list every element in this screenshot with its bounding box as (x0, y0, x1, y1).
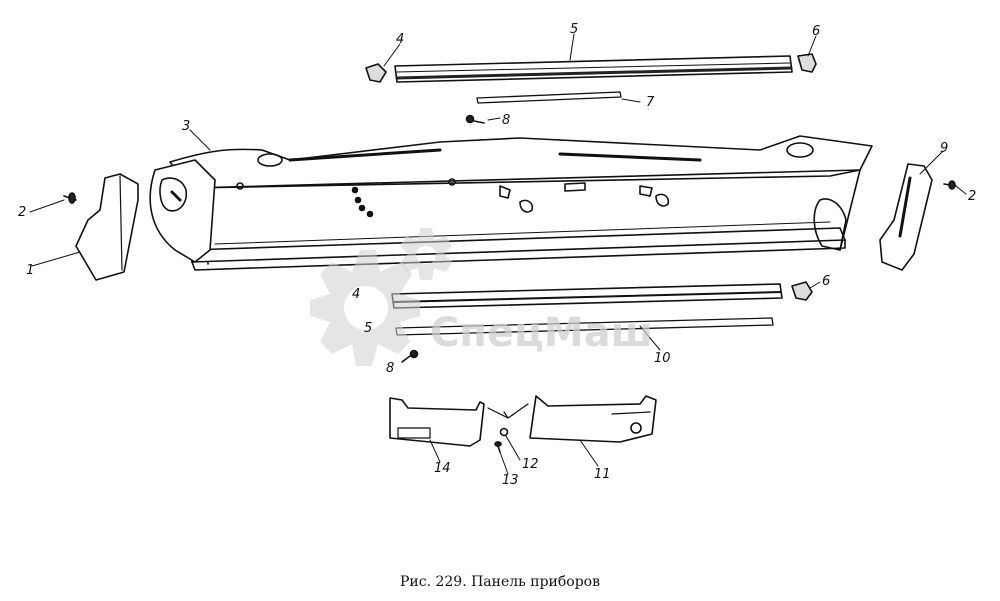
callout-7: 7 (646, 95, 655, 110)
callout-12: 12 (522, 457, 539, 472)
part-bracket-14 (389, 397, 485, 447)
part-end-cap-lower-right (791, 281, 813, 301)
callout-labels: 1 2 2 3 4 4 5 5 6 6 7 8 8 9 10 11 12 13 … (18, 22, 976, 488)
part-screw-small (494, 441, 502, 453)
part-screw-lower (401, 349, 419, 363)
part-screw-left (63, 192, 77, 204)
callout-4a: 4 (396, 32, 404, 47)
part-washer (499, 427, 509, 437)
callout-6a: 6 (812, 24, 820, 39)
callout-1: 1 (26, 263, 34, 278)
callout-4b: 4 (352, 287, 360, 302)
part-end-cap-left (365, 63, 387, 83)
watermark-text: СпецМаш (430, 310, 653, 356)
part-left-bracket (75, 173, 139, 281)
callout-8b: 8 (386, 361, 394, 376)
callout-10: 10 (654, 351, 671, 366)
callout-13: 13 (502, 473, 519, 488)
leader-lines (29, 33, 967, 475)
watermark: СпецМаш (310, 228, 653, 366)
part-bracket-11 (529, 395, 657, 443)
callout-9: 9 (940, 141, 948, 156)
part-main-frame (149, 135, 873, 271)
part-screw-top (465, 114, 485, 124)
figure-caption: Рис. 229. Панель приборов (399, 574, 600, 590)
part-right-bracket (879, 163, 933, 271)
part-lower-rail (391, 283, 783, 309)
callout-14: 14 (434, 461, 451, 476)
part-screw-right (943, 180, 957, 190)
callout-8a: 8 (502, 113, 510, 128)
callout-2b: 2 (968, 189, 976, 204)
part-thin-strip (476, 91, 622, 104)
callout-6b: 6 (822, 274, 830, 289)
callout-3: 3 (182, 119, 190, 134)
part-top-rail (394, 55, 793, 83)
callout-5b: 5 (364, 321, 372, 336)
assembly-arrows (487, 403, 529, 419)
part-end-cap-right (797, 53, 817, 73)
callout-2a: 2 (18, 205, 26, 220)
callout-5a: 5 (570, 22, 578, 37)
watermark-gear-icon (310, 228, 452, 366)
callout-11: 11 (594, 467, 611, 482)
